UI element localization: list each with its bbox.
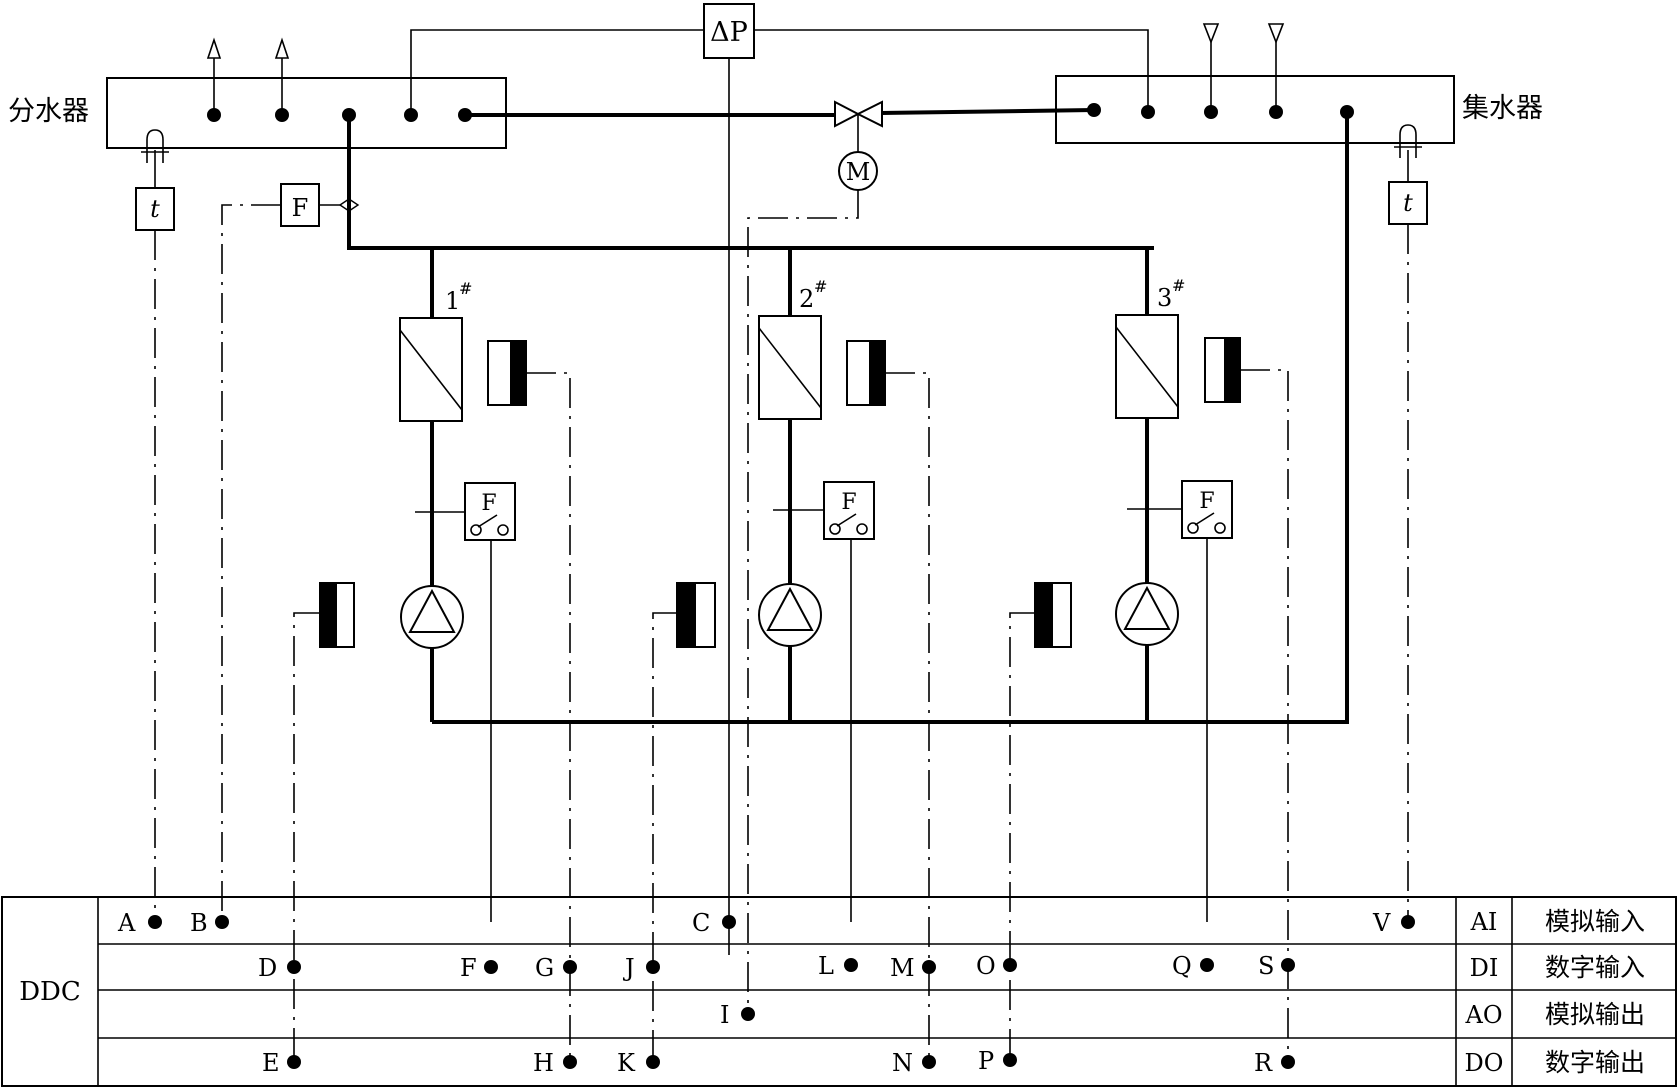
point-i-label: I — [720, 1001, 729, 1029]
chiller-branch-3: F 3 # — [1009, 248, 1289, 1062]
point-g-label: G — [535, 954, 554, 982]
point-d — [287, 960, 301, 974]
point-m — [922, 960, 936, 974]
point-s-label: S — [1258, 952, 1274, 980]
valve-control-signal — [747, 190, 859, 1014]
differential-pressure-sensor — [703, 3, 755, 59]
water-distributor-header — [106, 77, 507, 149]
motor-label: M — [846, 158, 871, 186]
ddc-panel: DDC AI DI AO DO 模拟输入 数字输入 模拟输出 数字输出 — [1, 896, 1677, 1087]
point-c — [722, 915, 736, 929]
flow-meter-symbol: F — [292, 194, 309, 222]
chiller-1-label: 1 — [445, 287, 460, 315]
collector-inlet-2 — [1267, 23, 1285, 119]
point-r-label: R — [1254, 1049, 1273, 1077]
point-n-label: N — [892, 1049, 913, 1077]
pump-3-control-signal — [1009, 612, 1035, 1062]
chiller-2-label: 2 — [799, 285, 814, 313]
dp-line-supply — [410, 29, 704, 115]
point-h-label: H — [533, 1049, 554, 1077]
point-e-label: E — [262, 1049, 280, 1077]
chiller-3-control-signal — [1240, 369, 1289, 1062]
dp-line-return — [754, 29, 1149, 112]
row-ai-desc: 模拟输入 — [1545, 907, 1645, 936]
ddc-label: DDC — [19, 977, 81, 1007]
collector-inlet-1 — [1202, 23, 1220, 119]
point-l — [844, 958, 858, 972]
point-i — [741, 1007, 755, 1021]
point-v-label: V — [1372, 909, 1391, 937]
flow-switch-2-symbol: F — [841, 490, 856, 515]
point-q — [1200, 958, 1214, 972]
row-di-code: DI — [1470, 954, 1499, 982]
point-r — [1281, 1055, 1295, 1069]
point-s — [1281, 958, 1295, 972]
chiller-2-sup: # — [814, 277, 827, 296]
point-e — [287, 1055, 301, 1069]
point-a — [148, 915, 162, 929]
point-m-label: M — [890, 954, 915, 982]
return-temp-symbol: t — [1403, 189, 1413, 217]
point-v — [1401, 915, 1415, 929]
supply-temp-symbol: t — [150, 195, 160, 223]
pump-2-control-signal — [652, 612, 677, 1062]
supply-main-pipe — [347, 115, 1154, 250]
point-p — [1003, 1053, 1017, 1067]
row-ai-code: AI — [1470, 908, 1498, 936]
return-temp-well-icon — [1394, 124, 1422, 158]
row-ao-desc: 模拟输出 — [1545, 1000, 1645, 1029]
flow-switch-2 — [823, 481, 875, 540]
point-k-label: K — [617, 1049, 636, 1077]
point-h — [563, 1055, 577, 1069]
distributor-label: 分水器 — [8, 96, 89, 127]
row-do-code: DO — [1465, 1049, 1504, 1077]
point-q-label: Q — [1172, 952, 1192, 980]
point-j-label: J — [622, 954, 635, 982]
point-l-label: L — [818, 952, 834, 980]
point-k — [646, 1055, 660, 1069]
flow-switch-3 — [1181, 480, 1233, 539]
point-b — [215, 915, 229, 929]
point-o-label: O — [976, 952, 996, 980]
row-ao-code: AO — [1464, 1001, 1502, 1029]
chiller-3-label: 3 — [1157, 284, 1172, 312]
point-j — [646, 960, 660, 974]
dp-label: ΔP — [710, 17, 748, 48]
chiller-branch-1: F 1 # — [293, 248, 571, 1062]
row-do-desc: 数字输出 — [1545, 1048, 1645, 1077]
distributor-outlet-2 — [274, 37, 290, 122]
point-g — [563, 960, 577, 974]
flow-switch-1-symbol: F — [481, 491, 496, 516]
point-c-label: C — [692, 909, 710, 937]
chiller-branch-2: F 2 # — [652, 248, 930, 1062]
chiller-2-control-signal — [885, 372, 930, 1062]
point-b-label: B — [190, 909, 208, 937]
flow-meter-signal — [221, 204, 281, 922]
chiller-1-control-signal — [526, 372, 571, 1062]
pump-1-control-signal — [293, 612, 320, 1062]
collector-label: 集水器 — [1462, 93, 1543, 124]
flow-meter — [280, 183, 320, 227]
bypass-pipe-right — [881, 108, 1095, 115]
point-a-label: A — [117, 909, 136, 937]
ddc-points: A B C V D F G J L M O Q S I E H K N — [117, 909, 1415, 1077]
distributor-outlet-1 — [206, 37, 222, 122]
bypass-valve-icon — [834, 100, 883, 152]
chiller-1-sup: # — [459, 279, 472, 298]
flow-switch-1 — [464, 482, 516, 541]
return-main-pipe — [432, 112, 1349, 724]
point-o — [1003, 958, 1017, 972]
point-f — [484, 960, 498, 974]
point-d-label: D — [258, 954, 277, 982]
point-f-label: F — [460, 954, 477, 982]
point-p-label: P — [978, 1047, 994, 1075]
chiller-3-sup: # — [1172, 276, 1185, 295]
row-di-desc: 数字输入 — [1545, 953, 1645, 982]
flow-switch-3-symbol: F — [1199, 489, 1214, 514]
water-collector-header — [1055, 75, 1455, 144]
point-n — [922, 1055, 936, 1069]
